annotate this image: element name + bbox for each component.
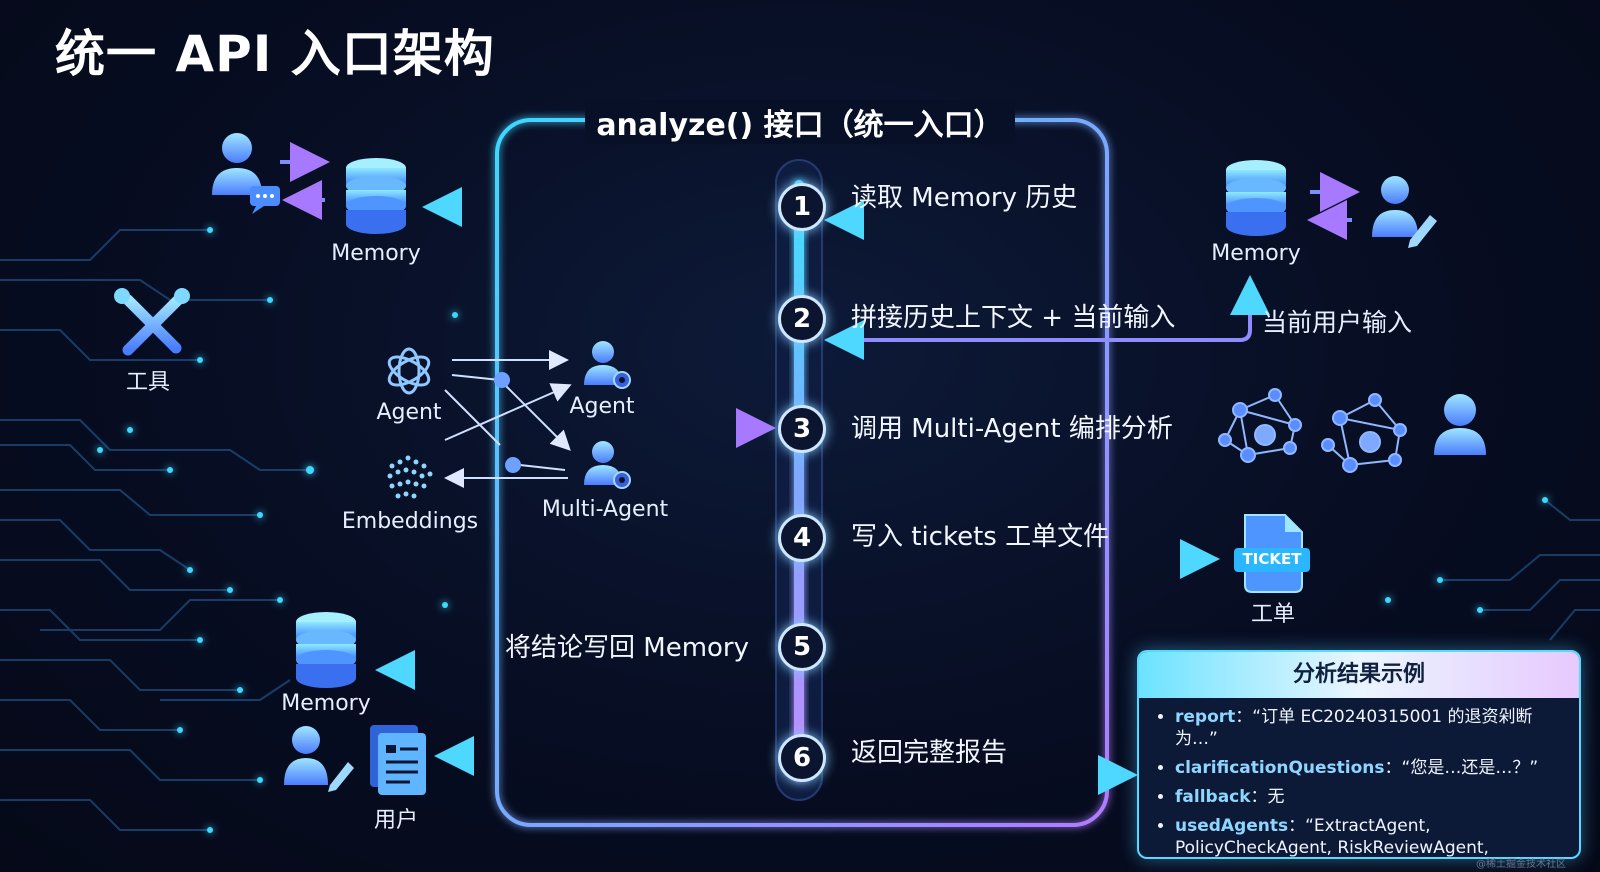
- user-chat-icon: [212, 133, 280, 214]
- circuit-dots-left: [97, 227, 458, 833]
- user-edit-icon: [284, 726, 354, 792]
- agent-gear-label: Agent: [569, 394, 635, 419]
- result-key: clarificationQuestions: [1175, 758, 1385, 778]
- ticket-file-icon: [1234, 514, 1310, 593]
- tools-icon-heads: [114, 288, 190, 304]
- ticket-label: 工单: [1250, 602, 1295, 627]
- result-card: 分析结果示例 report：“订单 EC20240315001 的退资剁断为…”…: [1137, 650, 1581, 859]
- result-value: ：“ExtractAgent, PolicyCheckAgent, RiskRe…: [1175, 816, 1489, 858]
- database-icon: [346, 158, 406, 234]
- result-key: usedAgents: [1175, 816, 1289, 836]
- result-key: fallback: [1175, 787, 1251, 807]
- step-badge-6: 6: [778, 734, 826, 782]
- step-badge-1: 1: [778, 183, 826, 231]
- database-icon: [1226, 160, 1286, 236]
- document-icon: [370, 725, 426, 795]
- step-label-1: 读取 Memory 历史: [851, 183, 1078, 213]
- network-graph-icon: [1218, 388, 1302, 463]
- user-edit-icon: [1372, 176, 1437, 248]
- user-label: 用户: [373, 808, 418, 833]
- result-list: report：“订单 EC20240315001 的退资剁断为…” clarif…: [1139, 706, 1579, 858]
- step-badge-5: 5: [778, 623, 826, 671]
- step-label-6: 返回完整报告: [851, 738, 1008, 768]
- arrow-step2-from-input: [824, 285, 1252, 360]
- tools-label: 工具: [125, 370, 170, 395]
- ticket-badge-text: TICKET: [1242, 550, 1302, 568]
- result-item-clarification: clarificationQuestions：“您是…还是…？”: [1175, 757, 1569, 779]
- watermark: @稀土掘金技术社区: [1476, 859, 1566, 870]
- agent-gear-icon: [584, 341, 631, 389]
- network-graph-icon: [1321, 393, 1407, 473]
- circuit-traces-right: [1440, 499, 1600, 641]
- embeddings-icon: [387, 455, 433, 499]
- result-key: report: [1175, 707, 1236, 727]
- memory-top-label: Memory: [331, 241, 421, 266]
- database-icon: [296, 612, 356, 688]
- step-badge-4: 4: [778, 514, 826, 562]
- page-title: 统一 API 入口架构: [55, 25, 495, 83]
- multi-agent-label: Multi-Agent: [541, 497, 669, 522]
- result-item-fallback: fallback：无: [1175, 786, 1569, 808]
- memory-right-label: Memory: [1211, 241, 1301, 266]
- result-value: ：“您是…还是…？”: [1384, 758, 1539, 778]
- agent-openai-label: Agent: [376, 400, 442, 425]
- step-label-3: 调用 Multi-Agent 编排分析: [851, 414, 1173, 444]
- agent-network-lines: [444, 350, 572, 488]
- result-value: ：“订单 EC20240315001 的退资剁断为…”: [1175, 707, 1533, 749]
- result-card-title: 分析结果示例: [1139, 652, 1579, 698]
- circuit-traces-left: [0, 229, 310, 831]
- multi-agent-gear-icon: [584, 441, 631, 489]
- result-value: ：无: [1250, 787, 1285, 807]
- step-label-5: 将结论写回 Memory: [505, 633, 750, 663]
- circuit-dots-right: [1385, 497, 1548, 613]
- openai-agent-icon: [387, 347, 431, 395]
- tools-icon: [122, 294, 184, 356]
- agent-network-nodes: [494, 372, 521, 473]
- current-input-label: 当前用户输入: [1262, 308, 1413, 337]
- step-label-2: 拼接历史上下文 + 当前输入: [851, 303, 1176, 333]
- result-item-report: report：“订单 EC20240315001 的退资剁断为…”: [1175, 706, 1569, 750]
- person-icon: [1434, 394, 1486, 455]
- step-label-4: 写入 tickets 工单文件: [851, 522, 1110, 552]
- pipeline-spine: [794, 180, 804, 780]
- frame-title: analyze() 接口（统一入口）: [585, 100, 1015, 144]
- step-badge-3: 3: [778, 405, 826, 453]
- memory-bottom-label: Memory: [281, 691, 371, 716]
- embeddings-label: Embeddings: [341, 509, 479, 534]
- result-item-used-agents: usedAgents：“ExtractAgent, PolicyCheckAge…: [1175, 815, 1569, 858]
- step-badge-2: 2: [778, 295, 826, 343]
